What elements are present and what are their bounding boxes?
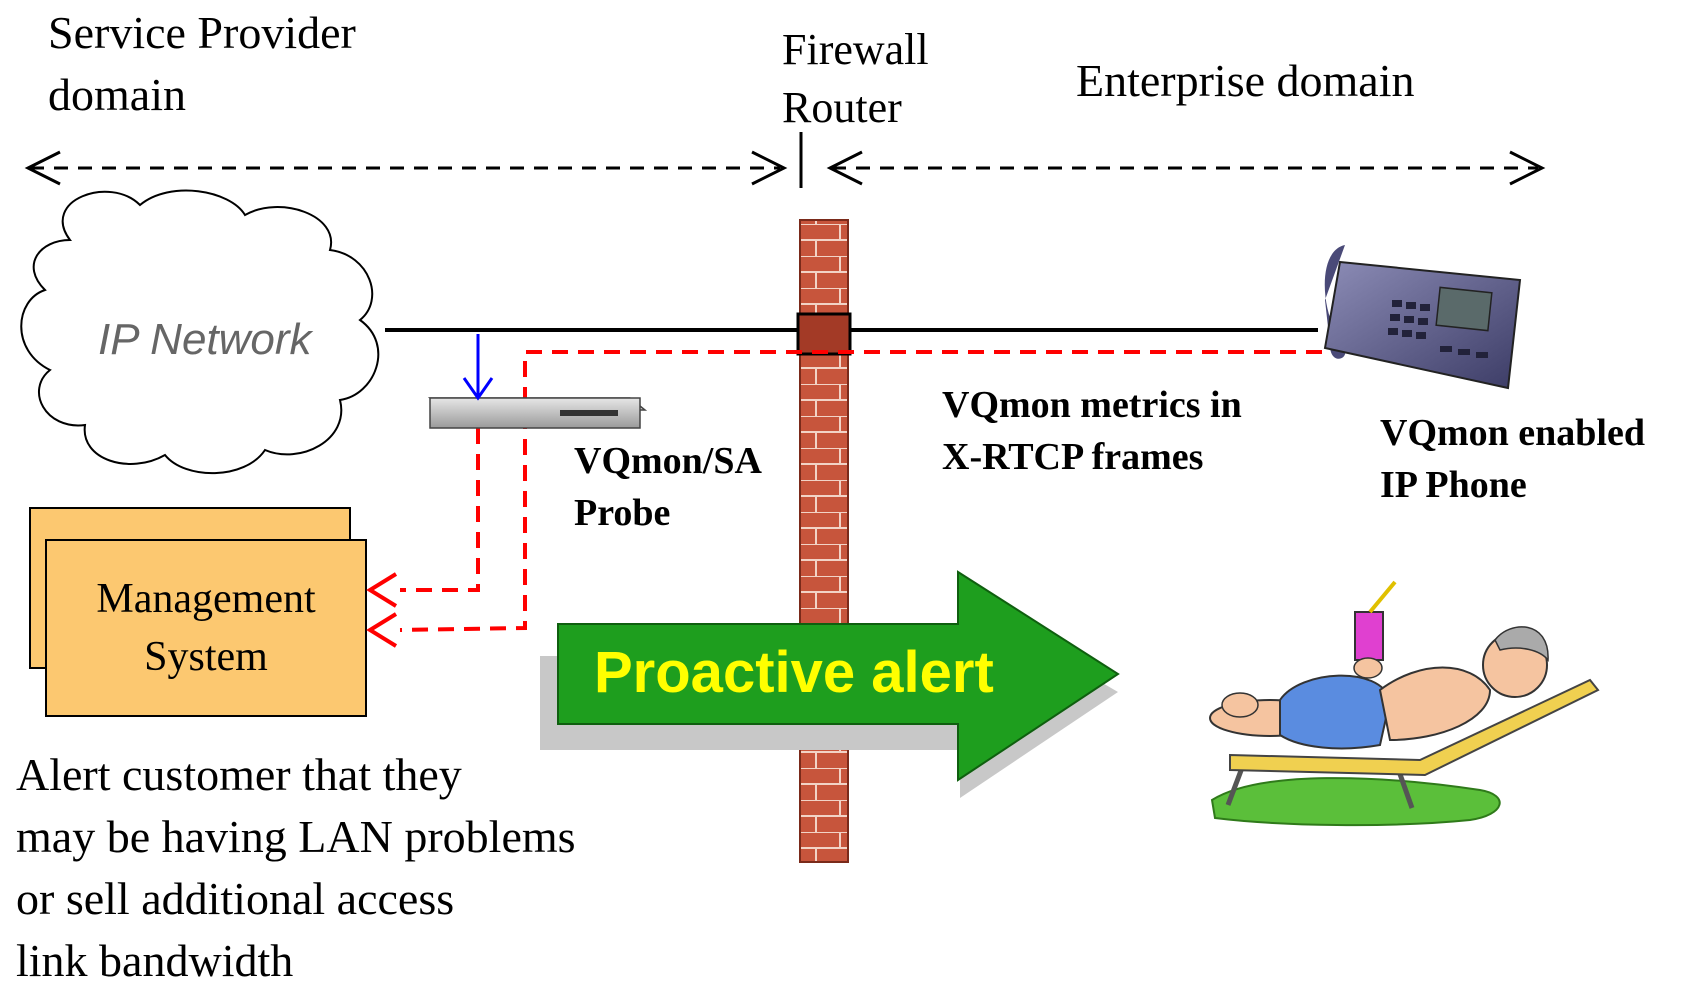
arrowhead-upper bbox=[366, 572, 398, 608]
relaxing-man-clipart bbox=[1209, 580, 1600, 827]
enterprise-domain-label: Enterprise domain bbox=[1076, 55, 1415, 106]
proactive-alert-label: Proactive alert bbox=[594, 640, 994, 705]
proactive-alert-arrow bbox=[540, 570, 1120, 798]
cloud-icon bbox=[20, 189, 380, 475]
management-box bbox=[45, 539, 367, 717]
note-line1: Alert customer that they bbox=[16, 749, 462, 800]
probe-label-line1: VQmon/SA bbox=[574, 440, 762, 482]
firewall-label: Firewall bbox=[782, 25, 929, 74]
ip-phone-icon bbox=[1323, 245, 1522, 390]
tap-arrow bbox=[462, 334, 494, 401]
note-line2: may be having LAN problems bbox=[16, 811, 576, 862]
note-line3: or sell additional access bbox=[16, 873, 455, 924]
vqmon-metrics-path bbox=[399, 350, 1322, 632]
management-label-line2: System bbox=[144, 634, 268, 680]
phone-label-line2: IP Phone bbox=[1380, 464, 1527, 506]
router-label: Router bbox=[782, 83, 902, 132]
service-provider-label-2: domain bbox=[48, 69, 186, 120]
metrics-label-line1: VQmon metrics in bbox=[942, 384, 1242, 426]
metrics-label-line2: X-RTCP frames bbox=[942, 436, 1204, 478]
firewall-port bbox=[796, 312, 852, 356]
note-line4: link bandwidth bbox=[16, 935, 294, 984]
service-provider-span-arrow bbox=[24, 150, 788, 186]
enterprise-span-arrow bbox=[826, 150, 1546, 186]
management-label-line1: Management bbox=[96, 576, 316, 622]
service-provider-label: Service Provider bbox=[48, 7, 356, 58]
phone-label-line1: VQmon enabled bbox=[1380, 412, 1645, 454]
arrowhead-lower bbox=[366, 612, 398, 648]
probe-label-line2: Probe bbox=[574, 492, 671, 534]
probe-device-icon bbox=[427, 397, 648, 429]
ip-network-label: IP Network bbox=[98, 315, 312, 364]
